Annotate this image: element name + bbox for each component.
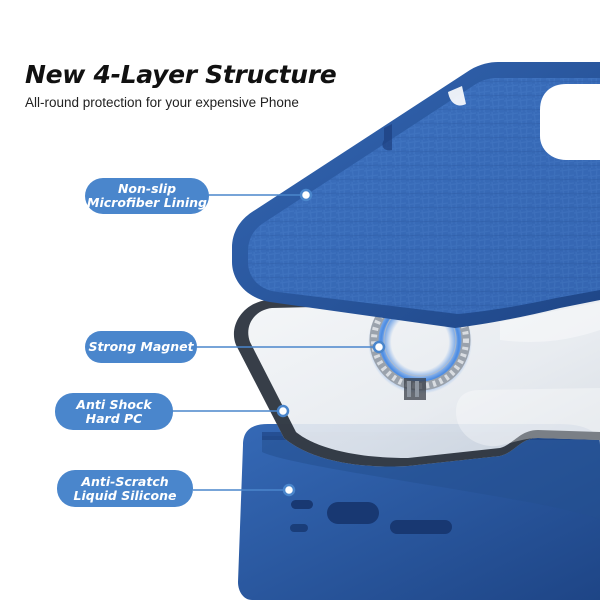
charging-port-hole [327,502,379,524]
label-liquid-silicone: Anti-Scratch Liquid Silicone [57,470,193,507]
label-liquid-silicone-line-2: Liquid Silicone [73,487,177,503]
page-title: New 4-Layer Structure [25,60,337,89]
label-strong-magnet-line-1: Strong Magnet [88,339,194,354]
label-microfiber-lining: Non-slip Microfiber Lining [85,178,209,214]
callout-connectors [172,188,386,497]
microfiber-lining-layer [232,62,600,328]
magnet-callout-dot [372,340,386,354]
hardpc-callout-dot [276,404,290,418]
microfiber-texture [248,78,600,314]
silicone-callout-dot [282,483,296,497]
speaker-hole [291,500,313,509]
label-hard-pc-line-1: Anti Shock [76,396,152,412]
lining-callout-dot [299,188,313,202]
label-hard-pc: Anti Shock Hard PC [55,393,173,430]
label-strong-magnet: Strong Magnet [85,331,197,363]
page-subtitle: All-round protection for your expensive … [25,95,299,110]
camera-cutout [540,84,600,160]
speaker-grille-hole [390,520,452,534]
label-hard-pc-line-2: Hard PC [85,410,143,426]
label-microfiber-lining-line-1: Non-slip [117,181,177,196]
hard-pc-shell-layer [234,289,600,467]
label-liquid-silicone-line-1: Anti-Scratch [81,473,169,489]
label-microfiber-lining-line-2: Microfiber Lining [87,195,207,210]
